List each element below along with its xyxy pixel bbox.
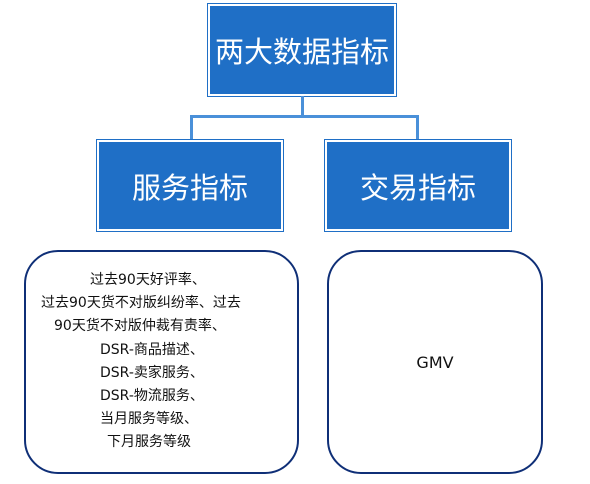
connector-trade-drop <box>416 115 419 140</box>
service-metrics-label: 服务指标 <box>131 170 248 205</box>
root-node-label: 两大数据指标 <box>214 35 389 69</box>
service-detail-line: DSR-商品描述、 <box>100 342 204 358</box>
connector-root-stem <box>301 96 304 116</box>
service-detail-line: 过去90天好评率、 <box>90 272 206 288</box>
service-detail-line: 当月服务等级、 <box>100 411 198 427</box>
connector-horizontal <box>191 115 418 118</box>
trade-metrics-detail-panel: GMV <box>327 250 543 474</box>
trade-metrics-node: 交易指标 <box>324 139 512 232</box>
service-metrics-detail-panel: 过去90天好评率、 过去90天货不对版纠纷率、过去 90天货不对版仲裁有责率、 … <box>24 250 299 474</box>
service-metrics-node: 服务指标 <box>96 139 284 232</box>
service-detail-line: DSR-卖家服务、 <box>100 365 204 381</box>
service-detail-line: 90天货不对版仲裁有责率、 <box>54 318 226 334</box>
root-node: 两大数据指标 <box>207 3 397 97</box>
service-detail-line: 下月服务等级 <box>107 434 191 450</box>
service-metrics-detail-list: 过去90天好评率、 过去90天货不对版纠纷率、过去 90天货不对版仲裁有责率、 … <box>26 252 297 472</box>
connector-service-drop <box>190 115 193 140</box>
trade-detail-gmv: GMV <box>416 352 454 372</box>
trade-metrics-label: 交易指标 <box>359 170 476 205</box>
service-detail-line: DSR-物流服务、 <box>100 388 204 404</box>
service-detail-line: 过去90天货不对版纠纷率、过去 <box>41 295 241 311</box>
